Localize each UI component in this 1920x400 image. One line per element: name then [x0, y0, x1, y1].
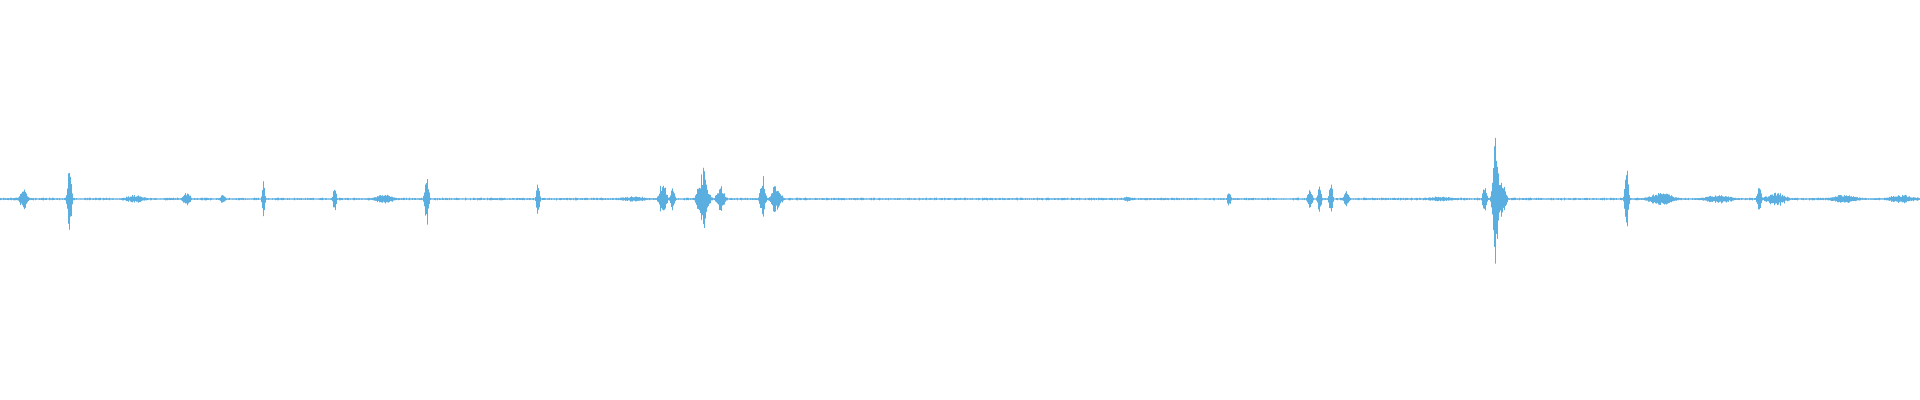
waveform-signal: [0, 137, 1920, 264]
